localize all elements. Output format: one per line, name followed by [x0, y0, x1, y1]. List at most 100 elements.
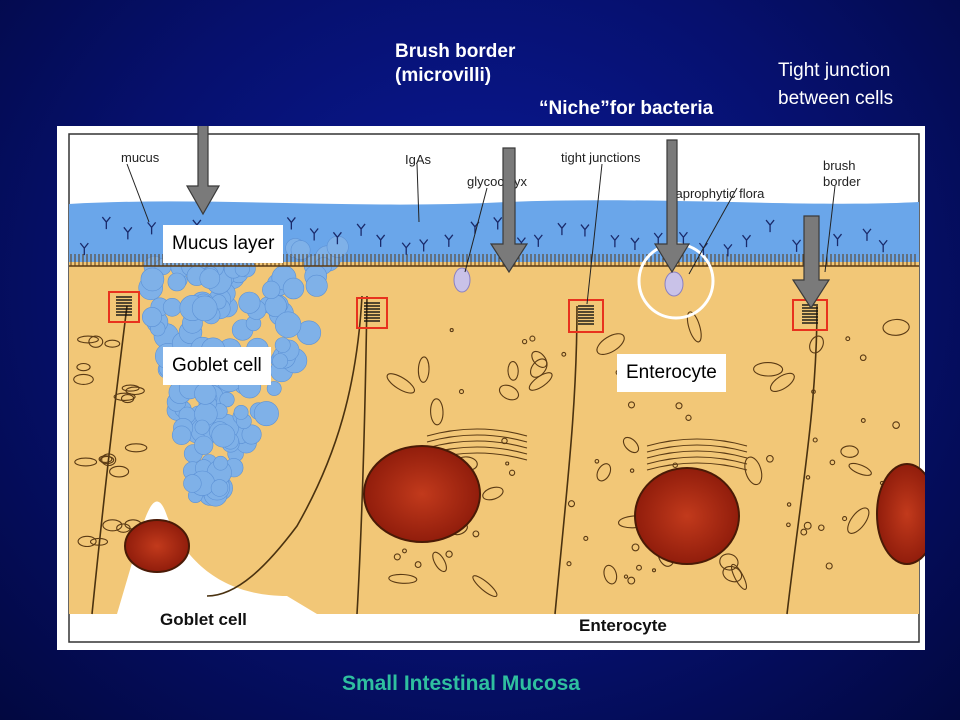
vesicle	[786, 522, 791, 528]
mitochondrion	[596, 463, 612, 482]
vesicle	[529, 335, 536, 342]
vesicle	[825, 562, 833, 570]
mitochondrion	[386, 373, 416, 394]
vesicle	[627, 401, 636, 409]
vesicle	[636, 564, 642, 571]
enterocyte-nucleus-3	[876, 463, 925, 565]
vesicle	[472, 530, 480, 538]
mucin-droplet	[213, 455, 228, 471]
cell-borders	[91, 295, 818, 615]
vesicle	[805, 475, 811, 480]
mitochondrion	[113, 392, 136, 401]
brush-border-line2: (microvilli)	[395, 65, 492, 86]
vesicle	[561, 351, 567, 357]
iga-y	[765, 219, 775, 233]
iga-y	[147, 221, 157, 235]
goblet-cell-label: Goblet cell	[163, 347, 271, 385]
mucin-droplet	[233, 404, 249, 420]
mucin-droplet	[272, 353, 288, 369]
golgi-cisterna	[646, 438, 748, 447]
mucin-droplet	[142, 307, 163, 328]
junction-box-1	[108, 291, 140, 323]
mitochondrion	[388, 573, 418, 584]
mitochondrion	[432, 551, 447, 573]
arrow-brush-border	[489, 147, 529, 274]
iga-y	[444, 234, 454, 247]
mucin-droplet	[219, 392, 235, 408]
enterocyte-nucleus-2	[634, 467, 740, 565]
vesicle	[829, 459, 836, 466]
mitochondrion	[102, 519, 123, 532]
slide-caption: Small Intestinal Mucosa	[341, 672, 581, 695]
fig-caption-enterocyte: Enterocyte	[579, 616, 667, 635]
fig-label-igas: IgAs	[405, 152, 432, 167]
mitochondrion	[98, 455, 113, 463]
mitochondrion	[848, 462, 872, 476]
mucin-droplet	[210, 479, 229, 497]
golgi-cisterna	[646, 462, 748, 471]
junction-marks	[116, 296, 818, 325]
mitochondrion	[847, 507, 870, 534]
mucin-droplet	[274, 337, 291, 353]
iga-y	[376, 234, 386, 247]
vesicle	[505, 461, 510, 466]
vesicle	[675, 402, 683, 410]
goblet-nucleus	[124, 519, 190, 573]
mitochondrion	[507, 361, 519, 381]
vesicle	[651, 568, 657, 573]
iga-y	[309, 228, 319, 241]
golgi-cisterna	[426, 440, 528, 449]
junction-box-2	[356, 297, 388, 329]
golgi-cisterna	[426, 434, 528, 443]
mucin-droplet	[191, 295, 218, 322]
mucin-droplet	[290, 240, 311, 261]
mitochondrion	[77, 335, 99, 344]
mitochondrion	[530, 358, 548, 378]
mitochondrion	[686, 311, 702, 343]
iga-y	[419, 239, 429, 252]
mucosa-diagram: mucus IgAs glycocalyx tight junctions sa…	[57, 126, 925, 650]
vesicle	[860, 418, 866, 423]
mucin-droplet	[282, 277, 305, 300]
mitochondrion	[430, 398, 444, 426]
iga-y	[678, 231, 688, 245]
vesicle	[402, 548, 407, 554]
mucin-droplet	[171, 425, 192, 445]
mitochondrion	[74, 457, 98, 467]
mitochondrion	[882, 318, 910, 336]
vesicle	[521, 338, 528, 345]
mitochondrion	[753, 362, 784, 377]
vesicle	[672, 462, 678, 468]
brush-border-line1: Brush border	[395, 41, 516, 62]
vesicle	[594, 458, 600, 464]
vesicle	[627, 576, 636, 585]
vesicle	[818, 524, 825, 531]
enterocyte-nucleus-1	[363, 445, 481, 543]
iga-y	[792, 239, 802, 252]
iga-y	[610, 234, 620, 248]
fig-label-saprophytic-flora: saprophytic flora	[669, 186, 765, 201]
vesicle	[445, 550, 453, 558]
mitochondrion	[769, 372, 795, 393]
iga-y	[356, 223, 366, 236]
mitochondrion	[417, 356, 430, 383]
vesicle	[685, 414, 692, 421]
vesicle	[567, 500, 576, 508]
mitochondrion	[596, 333, 625, 355]
fig-label-tight-junctions: tight junctions	[561, 150, 641, 165]
vesicle	[449, 328, 454, 333]
mucosa-illustration: mucus IgAs glycocalyx tight junctions sa…	[68, 126, 925, 643]
tight-junction-line2: between cells	[778, 88, 894, 109]
mucin-droplet	[140, 267, 165, 292]
iga-y	[862, 228, 872, 241]
mucin-droplet	[167, 272, 187, 292]
mucus-layer-label: Mucus layer	[163, 225, 284, 263]
mitochondrion	[99, 455, 115, 465]
niche-title: “Niche”for bacteria	[539, 98, 714, 119]
mucin-droplet	[241, 424, 262, 445]
vesicle	[414, 561, 422, 569]
iga-y	[630, 237, 640, 250]
vesicle	[803, 521, 812, 530]
vesicle	[811, 389, 816, 395]
arrow-mucus	[185, 126, 221, 216]
